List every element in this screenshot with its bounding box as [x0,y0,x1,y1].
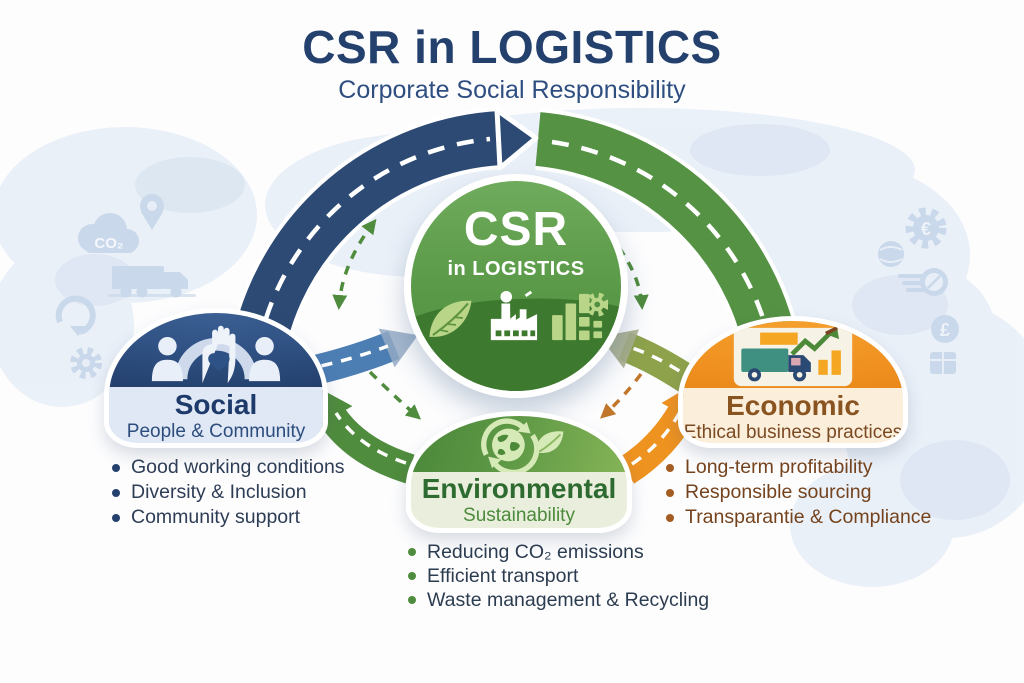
bullet-dot [666,513,674,522]
environmental-dome-panel: Environmental Sustainability [411,472,627,528]
economic-dome-panel: Economic Ethical business practices [683,388,903,443]
dashed-double-arrow-right [594,219,649,310]
globe-recycle-leaf-icon [481,418,564,472]
bullet-item: Responsible sourcing [666,480,931,505]
bullet-text: Community support [131,506,301,528]
bullet-dot [408,572,416,580]
truck-part [741,348,811,382]
people-hand-heart-icon [151,325,281,384]
bullet-text: Efficient transport [427,564,579,587]
leaf-icon [429,300,472,337]
dashed-arrow-to-environment-left [368,370,422,420]
social-title: Social [174,389,258,420]
csr-center-badge: CSR in LOGISTICS [404,174,628,398]
bullet-dot [666,488,674,497]
recycle-ring [481,418,540,472]
person-left-icon [151,336,183,382]
recycle-icon [55,295,96,336]
bullet-item: Diversity & Inclusion [112,480,345,505]
environmental-title: Environmental [421,473,617,504]
bullet-dot [408,596,416,604]
economic-subtitle: Ethical business practices [683,422,903,443]
bullet-dot [408,548,416,556]
svg-text:€: € [921,219,931,239]
bullet-text: Responsible sourcing [685,481,872,503]
person-right-icon [249,336,281,382]
svg-text:£: £ [940,320,950,340]
bullet-text: Waste management & Recycling [427,588,710,611]
bar-chart-gear-icon [552,292,608,341]
truck-watermark-icon [108,266,196,298]
growth-chart-part [790,326,841,375]
dashed-exchange-arrows [332,218,649,420]
csr-badge-title: CSR [463,203,569,256]
truck-growth-chart-icon [733,326,853,387]
bullet-text: Transparantie & Compliance [685,506,932,528]
bullet-item: Reducing CO₂ emissions [408,540,709,564]
globe-part [492,428,525,462]
economic-bullet-list: Long-term profitability Responsible sour… [666,455,931,530]
bullet-item: Transparantie & Compliance [666,505,931,530]
blue-arrowhead [494,107,539,171]
header: CSR in LOGISTICS Corporate Social Respon… [0,22,1024,104]
package-icon [930,352,956,374]
csr-badge-subtitle: in LOGISTICS [447,258,585,280]
bullet-text: Diversity & Inclusion [131,481,307,503]
page-subtitle: Corporate Social Responsibility [338,76,686,104]
bullet-item: Community support [112,505,345,530]
leaf-part [536,431,564,454]
bullet-text: Good working conditions [131,456,345,478]
bullet-dot [112,488,120,497]
svg-text:CO₂: CO₂ [94,235,123,252]
bullet-text: Reducing CO₂ emissions [427,540,644,563]
bullet-dot [666,463,674,472]
bullet-item: Waste management & Recycling [408,588,709,612]
map-pin-icon [140,194,164,230]
co2-cloud-icon: CO₂ [78,213,139,253]
pound-coin-icon: £ [931,315,959,343]
environmental-subtitle: Sustainability [463,505,575,526]
left-watermarks: CO₂ [55,194,196,379]
social-bullet-list: Good working conditions Diversity & Incl… [112,455,345,530]
bullet-item: Good working conditions [112,455,345,480]
factory-icon [490,290,538,341]
csr-badge-icons [411,290,621,342]
bullet-dot [112,513,120,522]
social-dome-panel: Social People & Community [109,387,323,443]
connector-green-to-social [312,384,415,484]
bullet-text: Long-term profitability [685,456,873,478]
environmental-bullet-list: Reducing CO₂ emissions Efficient transpo… [408,540,709,612]
hand-heart-icon [202,325,236,384]
social-subtitle: People & Community [126,421,306,442]
gear-icon [70,347,102,379]
gear-euro-icon: € [905,207,947,249]
dashed-arrow-to-environment-right [600,372,643,419]
gear-part [585,292,608,317]
speedometer-icon [898,268,948,296]
social-pillar-card: Social People & Community [104,308,328,448]
page-title: CSR in LOGISTICS [302,21,722,73]
bullet-dot [112,463,120,472]
globe-icon [878,241,904,267]
economic-title: Economic [726,390,860,421]
road-dash [251,136,491,378]
right-watermarks: € £ [878,207,959,374]
environmental-pillar-card: Environmental Sustainability [406,411,632,533]
bullet-item: Long-term profitability [666,455,931,480]
bullet-item: Efficient transport [408,564,709,588]
